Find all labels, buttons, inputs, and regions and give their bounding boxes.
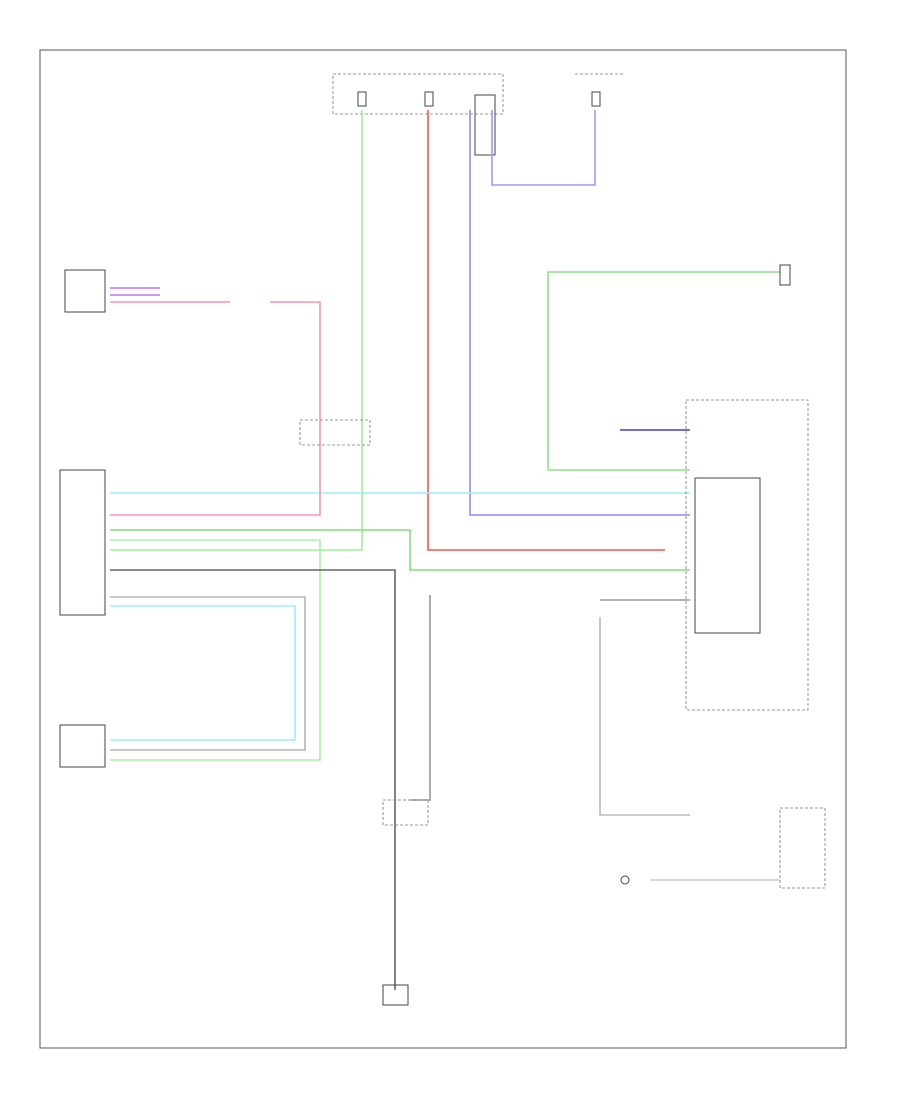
- wires: [110, 110, 780, 990]
- right-ecu: [685, 264, 809, 711]
- ground-connector-box: [382, 799, 429, 826]
- diagram-frame: [39, 49, 847, 1049]
- left-connector-2: [59, 469, 106, 616]
- left-connector-1: [64, 269, 106, 313]
- wire-blue-loop: [491, 110, 596, 186]
- wire-blue-main: [469, 110, 690, 516]
- wire-gray-right-2: [599, 617, 690, 816]
- wire-green-right: [547, 271, 780, 470]
- wire-red-main: [427, 110, 665, 551]
- lower-right-connector: [620, 807, 826, 889]
- fuse-symbol-3: [591, 91, 601, 107]
- bottom-ground: [382, 799, 429, 1006]
- left-connector-3: [59, 724, 106, 768]
- middle-junction: [299, 419, 371, 446]
- wire-gray-down: [110, 596, 306, 751]
- top-source-area: [332, 73, 625, 156]
- left-connectors: [59, 269, 106, 768]
- wire-darkgray-ground: [110, 569, 396, 990]
- ground-lower-box: [382, 984, 409, 1006]
- wire-gray-ground-2: [410, 595, 431, 801]
- fuse-block-dashed: [332, 73, 504, 115]
- wire-lightblue-down: [110, 605, 296, 741]
- fuse-symbol-1: [357, 91, 367, 107]
- ecu-inner-box: [694, 477, 761, 634]
- wire-green-lower: [110, 529, 690, 571]
- wire-green-lower-2: [110, 539, 321, 761]
- lower-right-ground-symbol: [620, 875, 630, 885]
- ecu-outer-dashed: [685, 399, 809, 711]
- wire-pink-2: [110, 301, 321, 516]
- relay-box: [474, 94, 496, 156]
- junction-dashed-box: [299, 419, 371, 446]
- lower-right-dashed: [779, 807, 826, 889]
- right-top-connector: [779, 264, 791, 286]
- wire-green-main: [110, 110, 363, 551]
- fuse-symbol-2: [424, 91, 434, 107]
